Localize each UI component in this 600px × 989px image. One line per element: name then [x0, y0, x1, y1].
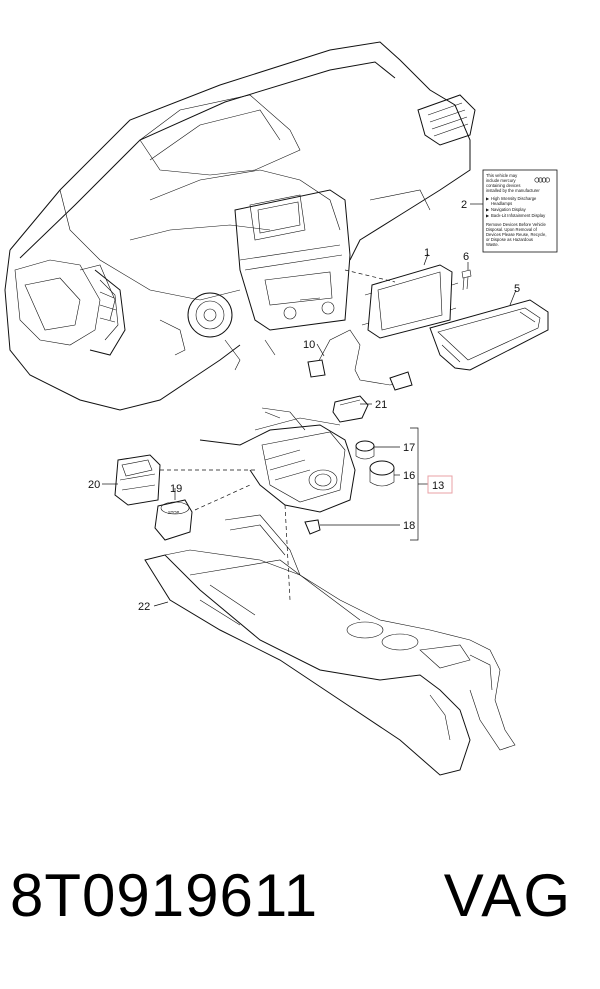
audi-rings-logo — [534, 177, 550, 183]
warning-item-1-arrow: ▶ — [486, 196, 490, 201]
warning-intro-3: containing devices — [486, 183, 520, 188]
warning-intro-2: include mercury — [486, 178, 516, 183]
callout-1: 1 — [424, 247, 430, 259]
display-cover — [429, 299, 549, 371]
brand-name: VAG — [443, 862, 572, 929]
center-console — [144, 514, 516, 776]
warning-footer-4: or Dispose as Hazardous — [486, 237, 533, 242]
callout-13: 13 — [432, 480, 444, 492]
warning-footer-3: Devices Please Reuse, Recycle, — [486, 232, 547, 237]
clip — [304, 519, 321, 535]
warning-intro-4: installed by the manufacturer — [486, 188, 540, 193]
callout-17: 17 — [403, 442, 415, 454]
warning-item-1b: Headlamps — [491, 201, 512, 206]
warning-item-2-arrow: ▶ — [486, 207, 490, 212]
callout-22: 22 — [138, 601, 150, 613]
warning-item-2: Navigation Display — [491, 207, 527, 212]
switch-module — [114, 454, 161, 506]
callout-21: 21 — [375, 399, 387, 411]
callout-2: 2 — [461, 199, 467, 211]
exploded-parts-diagram: This vehicle may include mercury contain… — [4, 41, 558, 776]
large-knob — [369, 460, 395, 487]
warning-intro-1: This vehicle may — [486, 173, 518, 178]
leader-lines — [102, 203, 517, 607]
callout-20: 20 — [88, 479, 100, 491]
start-stop-glyph: STOP — [168, 510, 180, 515]
start-stop-button: STOP — [154, 499, 193, 541]
part-number: 8T0919611 — [10, 862, 319, 929]
callout-13-highlight — [427, 475, 453, 494]
callout-19: 19 — [170, 483, 182, 495]
callout-18: 18 — [403, 520, 415, 532]
warning-footer-2: Disposal. Upon Removal of — [486, 227, 538, 232]
callout-10: 10 — [303, 339, 315, 351]
small-knob — [355, 440, 375, 460]
callout-16: 16 — [403, 470, 415, 482]
cable-harness — [307, 329, 413, 391]
control-module — [160, 407, 356, 601]
callout-6: 6 — [463, 251, 469, 263]
warning-footer-5: Waste. — [486, 242, 499, 247]
control-button — [332, 395, 369, 423]
warning-footer-1: Remove Devices Before Vehicle — [486, 222, 546, 227]
mercury-warning-label: This vehicle may include mercury contain… — [482, 169, 558, 253]
screw — [461, 269, 472, 291]
callout-5: 5 — [514, 283, 520, 295]
dashboard — [4, 41, 476, 411]
warning-item-3: Back-Lit Infotainment Display — [491, 213, 546, 218]
display-unit — [344, 264, 459, 339]
warning-item-1: High Intensity Discharge — [491, 196, 537, 201]
warning-item-3-arrow: ▶ — [486, 213, 490, 218]
